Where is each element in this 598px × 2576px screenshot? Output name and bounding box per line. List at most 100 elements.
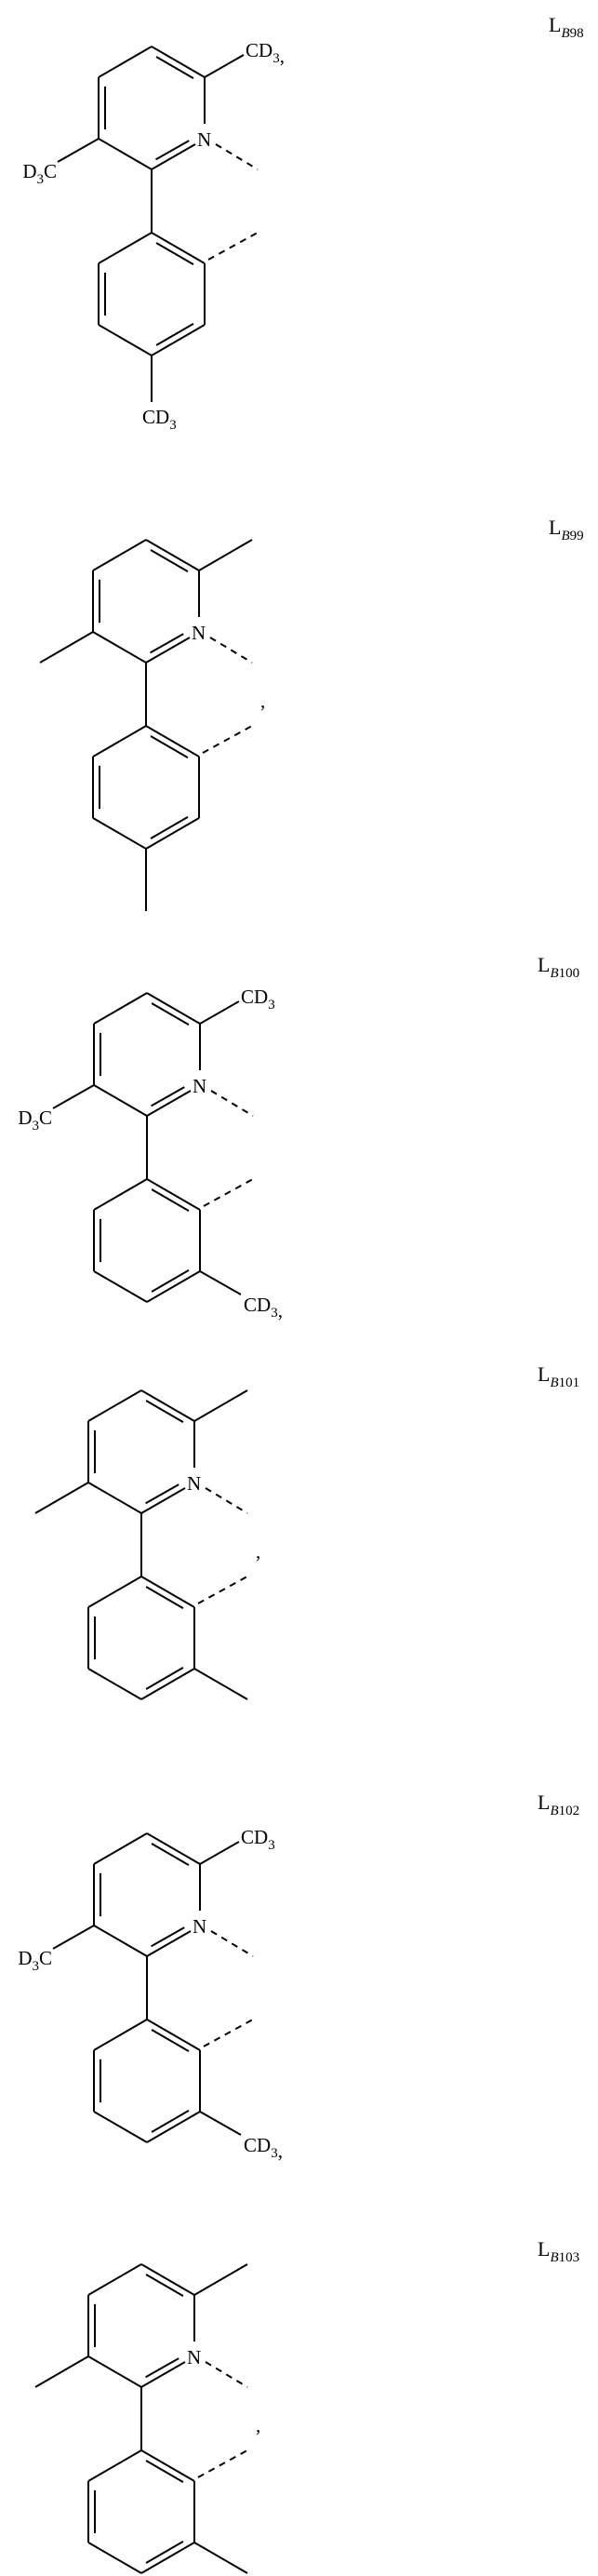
double-bond-inner xyxy=(151,1843,190,1866)
phenyl-bond xyxy=(146,1178,201,1211)
cd3-bond xyxy=(199,1841,240,1865)
phenyl-bond xyxy=(98,232,153,264)
label-subscript-letter: B xyxy=(550,2250,559,2265)
pyridine-bond xyxy=(140,2263,195,2296)
label-subscript: B101 xyxy=(550,1375,579,1390)
cd3-bond xyxy=(199,1270,242,1295)
pyridine-bond xyxy=(146,1832,201,1865)
double-bond-inner xyxy=(145,1667,184,1690)
phenyl-bond xyxy=(87,1668,142,1700)
label-main: L xyxy=(549,516,562,539)
pyridine-bond xyxy=(145,637,191,664)
metal-dashed-bond xyxy=(203,2019,254,2047)
double-bond-inner xyxy=(151,1086,185,1107)
pyridine-bond xyxy=(151,143,196,170)
pyridine-bond xyxy=(146,1090,192,1117)
pyridine-bond xyxy=(87,2355,142,2388)
metal-dashed-bond xyxy=(207,232,259,261)
label-subscript-number: 100 xyxy=(558,966,580,981)
cd3-bond xyxy=(204,54,245,78)
nitrogen-atom: N xyxy=(187,2346,201,2368)
cd3-group: CD3 xyxy=(142,406,177,433)
pyridine-bond xyxy=(146,1930,192,1957)
pyridine-bond xyxy=(93,1084,148,1117)
double-bond-inner xyxy=(150,816,189,839)
label-subscript-number: 103 xyxy=(558,2250,580,2265)
phenyl-bond xyxy=(98,324,153,356)
coordination-dashed-bond xyxy=(205,2361,248,2388)
double-bond-inner xyxy=(155,56,194,79)
double-bond-inner xyxy=(150,735,189,758)
double-bond-inner xyxy=(155,140,190,161)
label-subscript: B103 xyxy=(550,2250,579,2265)
label-subscript-number: 98 xyxy=(569,26,584,41)
double-bond-inner xyxy=(151,1002,190,1026)
label-subscript: B98 xyxy=(561,26,583,41)
double-bond-inner xyxy=(145,2357,179,2379)
metal-dashed-bond xyxy=(203,1178,254,1207)
phenyl-bond xyxy=(87,1576,142,1608)
double-bond-inner xyxy=(145,1586,184,1609)
cd3-bond xyxy=(52,1084,95,1109)
trailing-comma: , xyxy=(260,690,265,712)
double-bond-inner xyxy=(150,633,184,654)
methyl-bond xyxy=(193,1668,248,1700)
ligand-structure-103: N, xyxy=(34,2263,260,2574)
coordination-dashed-bond xyxy=(210,1930,254,1957)
pyridine-bond xyxy=(98,138,153,170)
metal-dashed-bond xyxy=(197,1576,248,1604)
pyridine-bond xyxy=(146,992,201,1025)
cd3-bond xyxy=(57,138,100,163)
double-bond-inner xyxy=(151,2029,190,2052)
label-main: L xyxy=(538,1791,551,1814)
phenyl-bond xyxy=(151,324,206,356)
pyridine-bond xyxy=(92,539,147,571)
double-bond-inner xyxy=(145,2274,184,2297)
double-bond-inner xyxy=(145,2460,184,2483)
phenyl-bond xyxy=(93,2019,148,2051)
cd3-group: CD3, xyxy=(244,2134,283,2162)
double-bond-inner xyxy=(151,2110,190,2133)
trailing-comma: , xyxy=(256,2414,260,2436)
nitrogen-atom: N xyxy=(193,1075,206,1097)
label-subscript-letter: B xyxy=(561,529,570,543)
phenyl-bond xyxy=(146,1270,201,1303)
metal-dashed-bond xyxy=(202,725,253,754)
double-bond-inner xyxy=(151,1188,190,1212)
double-bond-inner xyxy=(155,242,194,265)
double-bond-inner xyxy=(145,1400,184,1423)
ligand-label-103: LB103 xyxy=(538,2237,579,2265)
ligand-label-99: LB99 xyxy=(549,516,584,543)
phenyl-bond xyxy=(146,2111,201,2143)
phenyl-bond xyxy=(151,232,206,264)
methyl-bond xyxy=(34,2355,89,2388)
d3c-group: D3C xyxy=(22,160,57,187)
label-subscript-number: 99 xyxy=(569,529,584,543)
pyridine-bond xyxy=(93,992,148,1025)
coordination-dashed-bond xyxy=(209,637,253,664)
metal-dashed-bond xyxy=(197,2449,248,2478)
trailing-comma: , xyxy=(256,1540,260,1563)
label-main: L xyxy=(538,2237,551,2261)
phenyl-bond xyxy=(140,2542,195,2574)
methyl-bond xyxy=(34,1482,89,1514)
double-bond-inner xyxy=(145,1483,179,1505)
phenyl-bond xyxy=(92,817,147,850)
pyridine-bond xyxy=(93,1832,148,1865)
ligand-label-100: LB100 xyxy=(538,953,579,981)
nitrogen-atom: N xyxy=(187,1472,201,1495)
methyl-bond xyxy=(198,539,253,571)
cd3-group: CD3 xyxy=(241,1826,275,1853)
pyridine-bond xyxy=(87,1482,142,1514)
phenyl-bond xyxy=(87,2542,142,2574)
double-bond-inner xyxy=(151,1269,190,1293)
phenyl-bond xyxy=(146,2019,201,2051)
label-subscript: B99 xyxy=(561,529,583,543)
label-subscript: B100 xyxy=(550,966,579,981)
phenyl-bond xyxy=(145,725,200,758)
